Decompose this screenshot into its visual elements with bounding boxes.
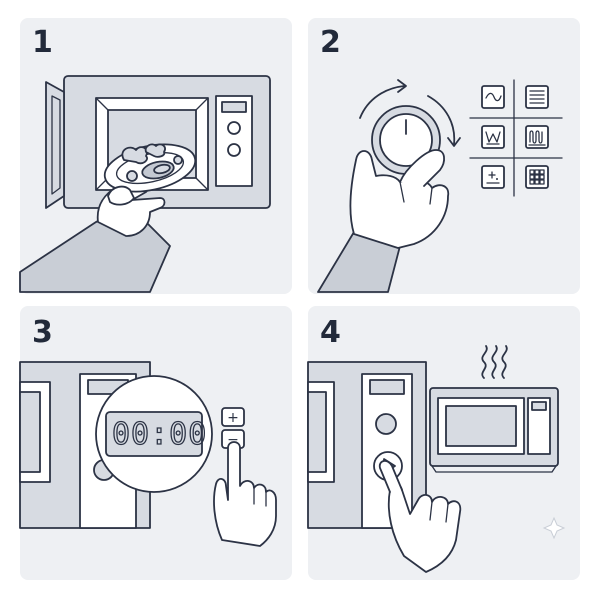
heat-element-icon: [525, 125, 549, 149]
panel-step-1: 1: [19, 18, 292, 294]
lit-cavity: [445, 405, 517, 447]
step-number: 4: [320, 315, 341, 350]
minus-label: −: [227, 432, 239, 448]
hand-pressing-minus: [213, 441, 277, 547]
carrot-slice: [173, 155, 183, 165]
carrot-slice: [126, 170, 138, 182]
step-number: 2: [320, 25, 341, 60]
thumb: [399, 149, 445, 187]
weight-defrost-icon: [481, 125, 505, 149]
hand-pressing-start: [378, 460, 462, 573]
step-number: 3: [32, 315, 53, 350]
broccoli: [144, 143, 166, 158]
hand: [213, 441, 277, 547]
hand-with-plate: [19, 143, 197, 293]
arrow-head: [447, 137, 461, 147]
broccoli: [121, 146, 148, 165]
arrow-head: [397, 79, 407, 93]
microwave-closeup: [307, 361, 427, 529]
sparkle-defrost-icon: [481, 165, 505, 189]
timer-magnifier: 00:00: [95, 375, 213, 493]
panel-step-2: 2: [308, 18, 580, 294]
control-knob: [227, 143, 241, 157]
control-panel: [527, 397, 551, 455]
plus-button[interactable]: [221, 407, 245, 427]
arrow-arc-left: [359, 85, 405, 119]
mode-icons: [469, 79, 563, 197]
panel-display: [369, 379, 405, 395]
control-knob: [227, 121, 241, 135]
running-microwave: [429, 387, 559, 473]
plus-minus-buttons: + −: [221, 407, 245, 449]
timer-display: [105, 411, 203, 457]
microwave-base: [431, 465, 557, 473]
thumb: [107, 185, 135, 206]
step-number: 1: [32, 25, 53, 60]
hand-turning-dial: [317, 149, 450, 293]
panel-step-3: 3 00:00 + −: [19, 306, 292, 580]
dial-inner: [379, 113, 433, 167]
panel-step-4: 4: [307, 306, 580, 580]
panel-display: [221, 101, 247, 113]
sparkle-icon: [542, 516, 566, 540]
arrow-arc-right: [427, 95, 456, 145]
plus-label: +: [227, 410, 239, 426]
index-finger: [378, 460, 403, 493]
open-door: [45, 81, 65, 209]
rotate-arrows: [359, 79, 461, 147]
timer-value: 00:00: [112, 417, 207, 452]
wave-icon: [481, 85, 505, 109]
grid-icon: [525, 165, 549, 189]
control-button: [375, 413, 397, 435]
grill-icon: [525, 85, 549, 109]
steam-icon: [481, 345, 508, 379]
